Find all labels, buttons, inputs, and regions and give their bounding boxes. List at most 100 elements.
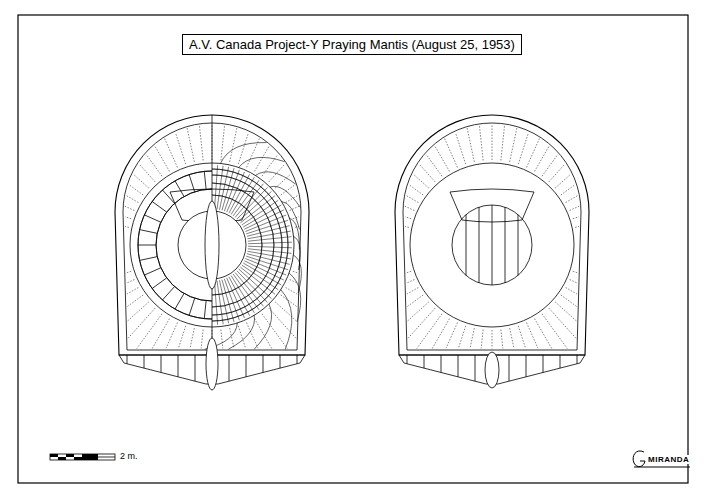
- band-rib: [127, 280, 135, 283]
- scale-label: 2 m.: [119, 451, 139, 461]
- scale-line: [98, 457, 115, 458]
- outer-outline: [395, 115, 589, 355]
- compressor-vane: [248, 237, 292, 242]
- ring-cell-wall: [189, 298, 195, 315]
- band-rib: [535, 319, 552, 349]
- band-rib: [407, 288, 418, 295]
- ring-cell-wall: [175, 293, 184, 309]
- exhaust-duct: [294, 236, 301, 269]
- band-rib: [575, 226, 579, 228]
- compressor-vane: [248, 242, 292, 244]
- grille-bar: [505, 207, 506, 283]
- exhaust-duct: [281, 290, 292, 350]
- band-rib: [133, 174, 149, 188]
- band-rib: [458, 326, 465, 348]
- skirt-rib: [526, 355, 527, 377]
- band-rib: [255, 146, 270, 172]
- band-rib: [238, 133, 248, 164]
- ring-cell-wall: [189, 175, 195, 192]
- band-rib: [555, 174, 571, 188]
- scale-bar-frame: [50, 454, 115, 460]
- compressor-vane: [227, 172, 245, 212]
- ring-cell-wall: [204, 301, 206, 319]
- skirt-rib: [178, 355, 179, 377]
- band-rib: [187, 128, 194, 162]
- ring-cell-wall: [162, 190, 174, 203]
- compressor-vane: [242, 200, 278, 225]
- hub-grille: [452, 205, 532, 285]
- band-rib: [555, 302, 576, 321]
- band-rib: [406, 196, 418, 203]
- compressor-vane: [248, 246, 292, 248]
- band-rib: [549, 308, 576, 338]
- band-rib: [407, 295, 423, 307]
- band-rib: [405, 206, 415, 210]
- compressor-vane: [219, 280, 228, 323]
- exhaust-duct: [289, 273, 301, 322]
- compressor-vane: [247, 251, 290, 259]
- band-rib: [479, 126, 483, 161]
- band-rib: [405, 226, 409, 228]
- band-rib: [561, 295, 577, 307]
- band-rib: [405, 217, 411, 219]
- band-rib: [446, 323, 457, 349]
- band-rib: [566, 288, 577, 295]
- band-rib: [481, 330, 483, 349]
- band-rib: [286, 288, 297, 295]
- skirt-rib: [441, 355, 442, 372]
- band-rib: [535, 146, 550, 172]
- compressor-vane: [237, 187, 268, 219]
- intake-ring: [410, 163, 574, 327]
- band-rib: [201, 330, 203, 349]
- band-rib: [152, 319, 169, 349]
- ring-cell-wall: [152, 278, 167, 289]
- band-rib: [281, 295, 297, 307]
- skirt-rib: [195, 355, 196, 381]
- skirt-rib: [543, 355, 544, 372]
- band-rib: [128, 302, 149, 321]
- band-rib: [137, 314, 162, 349]
- band-rib: [221, 126, 225, 161]
- band-rib: [230, 328, 234, 348]
- band-rib: [573, 217, 579, 219]
- compressor-vane: [215, 281, 218, 325]
- skirt-rib: [407, 355, 408, 364]
- compressor-vane: [246, 256, 288, 270]
- band-rib: [221, 330, 223, 349]
- skirt-rib: [280, 355, 281, 368]
- band-rib: [456, 133, 466, 164]
- aircraft-views: [115, 115, 589, 390]
- exhaust-duct: [255, 172, 295, 184]
- band-rib: [406, 271, 411, 273]
- compressor-vane: [215, 165, 218, 209]
- title-box: A.V. Canada Project-Y Praying Mantis (Au…: [182, 34, 522, 55]
- grille-bar: [466, 215, 467, 276]
- plan-view: [115, 115, 309, 390]
- band-rib: [419, 164, 435, 182]
- scale-segment: [50, 454, 58, 457]
- band-rib: [435, 146, 450, 172]
- ring-cell-wall: [144, 215, 160, 222]
- compressor-vane: [240, 267, 275, 294]
- band-rib: [190, 328, 194, 348]
- band-rib: [549, 164, 565, 182]
- skirt-rib: [144, 355, 145, 368]
- band-rib: [275, 302, 296, 321]
- ring-cell-wall: [144, 268, 160, 275]
- exhaust-duct: [282, 202, 300, 230]
- band-rib: [408, 308, 435, 338]
- compressor-vane: [237, 271, 268, 303]
- ring-cell-wall: [162, 287, 174, 300]
- band-rib: [128, 308, 155, 338]
- band-rib: [413, 174, 429, 188]
- ring-cell-wall: [140, 230, 158, 234]
- band-rib: [467, 128, 474, 162]
- band-rib: [407, 280, 415, 283]
- band-rib: [510, 328, 514, 348]
- skirt-rib: [161, 355, 162, 372]
- band-rib: [146, 154, 162, 176]
- signature-swoosh: [633, 451, 645, 467]
- grille-bar: [479, 207, 480, 283]
- compressor-vane: [247, 254, 290, 265]
